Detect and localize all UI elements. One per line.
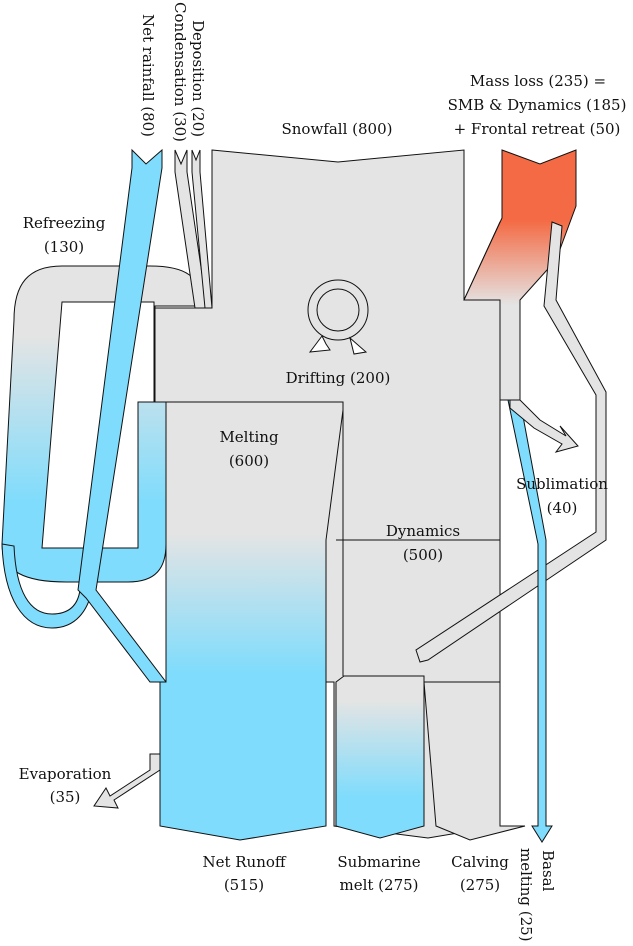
deposition-flow — [191, 149, 213, 309]
sublimation-label-1: Sublimation — [516, 475, 608, 493]
snowfall-label: Snowfall (800) — [282, 120, 393, 138]
basal-melting-label-1: Basal — [539, 850, 557, 892]
condensation-label: Condensation (30) — [171, 2, 189, 142]
deposition-label: Deposition (20) — [189, 20, 207, 137]
submarine-melt-label-2: melt (275) — [339, 876, 418, 894]
calving-label-1: Calving — [451, 853, 509, 871]
dynamics-label-2: (500) — [403, 546, 443, 564]
basal-melting-flow — [507, 399, 553, 843]
mass-loss-label-2: SMB & Dynamics (185) — [448, 96, 627, 114]
dynamics-return-flow — [415, 221, 607, 663]
basal-melting-label-2: melting (25) — [517, 848, 535, 942]
melting-label-2: (600) — [229, 452, 269, 470]
evaporation-label-1: Evaporation — [19, 765, 112, 783]
calving-label-2: (275) — [460, 876, 500, 894]
refreezing-label-2: (130) — [44, 238, 84, 256]
submarine-melt-label-1: Submarine — [337, 853, 420, 871]
net-rainfall-label: Net rainfall (80) — [139, 14, 157, 137]
mass-loss-flow — [463, 149, 577, 401]
evaporation-flow — [93, 753, 161, 809]
condensation-flow — [174, 149, 208, 309]
net-runoff-label-1: Net Runoff — [202, 853, 286, 871]
drifting-label: Drifting (200) — [286, 369, 391, 387]
mass-loss-label-1: Mass loss (235) = — [470, 72, 606, 90]
sublimation-flow — [509, 399, 579, 453]
mass-loss-label-3: + Frontal retreat (50) — [454, 120, 621, 138]
melting-label-1: Melting — [219, 428, 279, 446]
evaporation-label-2: (35) — [50, 788, 81, 806]
submarine-melt-flow — [335, 675, 425, 839]
circular-arrow-icon — [307, 279, 369, 355]
calving-flow — [423, 681, 526, 841]
sublimation-label-2: (40) — [547, 499, 578, 517]
refreezing-label-1: Refreezing — [23, 214, 106, 232]
net-runoff-label-2: (515) — [224, 876, 264, 894]
dynamics-label-1: Dynamics — [386, 522, 460, 540]
